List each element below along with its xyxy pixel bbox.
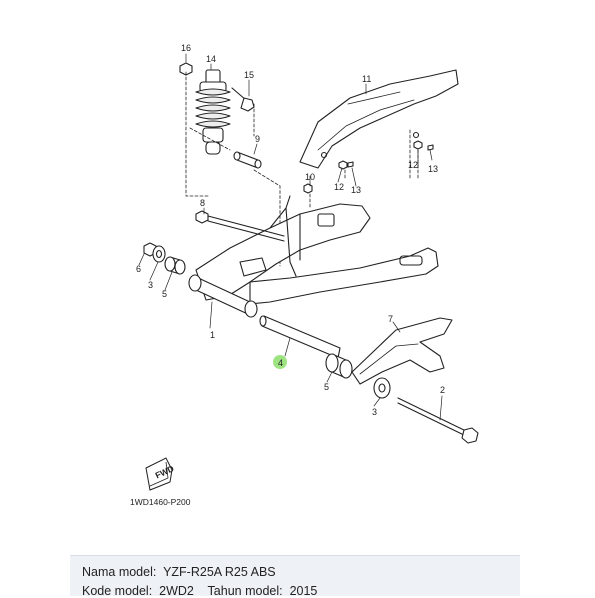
bolt-8 — [195, 210, 285, 242]
chain-guard — [299, 69, 459, 169]
callout-8: 8 — [200, 198, 205, 208]
callout-12: 12 — [408, 160, 418, 170]
collar-9 — [233, 151, 262, 169]
washer-3-left — [152, 245, 166, 263]
callout-6: 6 — [136, 264, 141, 274]
callout-1: 1 — [210, 330, 215, 340]
callout-12: 12 — [334, 182, 344, 192]
collar-5-right — [325, 353, 353, 379]
callout-5: 5 — [162, 289, 167, 299]
callout-4: 4 — [278, 358, 283, 368]
callout-10: 10 — [305, 172, 315, 182]
model-name-label: Nama model: — [82, 565, 157, 579]
model-code-label: Kode model: — [82, 584, 153, 598]
callout-14: 14 — [206, 54, 216, 64]
model-name-row: Nama model: YZF-R25A R25 ABS — [82, 565, 276, 579]
model-info-panel: Nama model: YZF-R25A R25 ABS Kode model:… — [70, 555, 520, 598]
bolt-2 — [397, 397, 479, 444]
callout-15: 15 — [244, 70, 254, 80]
swingarm — [188, 195, 439, 318]
callout-3: 3 — [372, 407, 377, 417]
callout-11: 11 — [362, 74, 371, 84]
bracket-7 — [351, 317, 453, 385]
callout-2: 2 — [440, 385, 445, 395]
callout-numbers: 1 2 3 3 4 5 5 6 7 8 9 10 11 12 12 13 13 … — [136, 43, 445, 417]
callout-13: 13 — [428, 164, 438, 174]
collar-5-left — [164, 256, 186, 275]
highlight-marker — [273, 355, 287, 369]
shock-absorber — [195, 69, 231, 155]
model-code-row: Kode model: 2WD2 Tahun model: 2015 — [82, 584, 317, 598]
callout-5: 5 — [324, 382, 329, 392]
callout-13: 13 — [351, 185, 361, 195]
fwd-direction-badge: FWD — [145, 457, 175, 491]
callout-3: 3 — [148, 280, 153, 290]
year-label: Tahun model: — [207, 584, 283, 598]
model-name-value: YZF-R25A R25 ABS — [163, 565, 276, 579]
callout-16: 16 — [181, 43, 191, 53]
diagram-code: 1WD1460-P200 — [130, 497, 191, 507]
washer-3-right — [373, 377, 391, 399]
bolt-15 — [231, 87, 255, 112]
year-value: 2015 — [289, 584, 318, 598]
callout-7: 7 — [388, 314, 393, 324]
pivot-shaft-4 — [259, 315, 341, 359]
callout-9: 9 — [255, 134, 260, 144]
model-code-value: 2WD2 — [159, 584, 194, 598]
parts-diagram: 1 2 3 3 4 5 5 6 7 8 9 10 11 12 12 13 13 … — [130, 43, 479, 507]
nut-16 — [179, 62, 193, 76]
